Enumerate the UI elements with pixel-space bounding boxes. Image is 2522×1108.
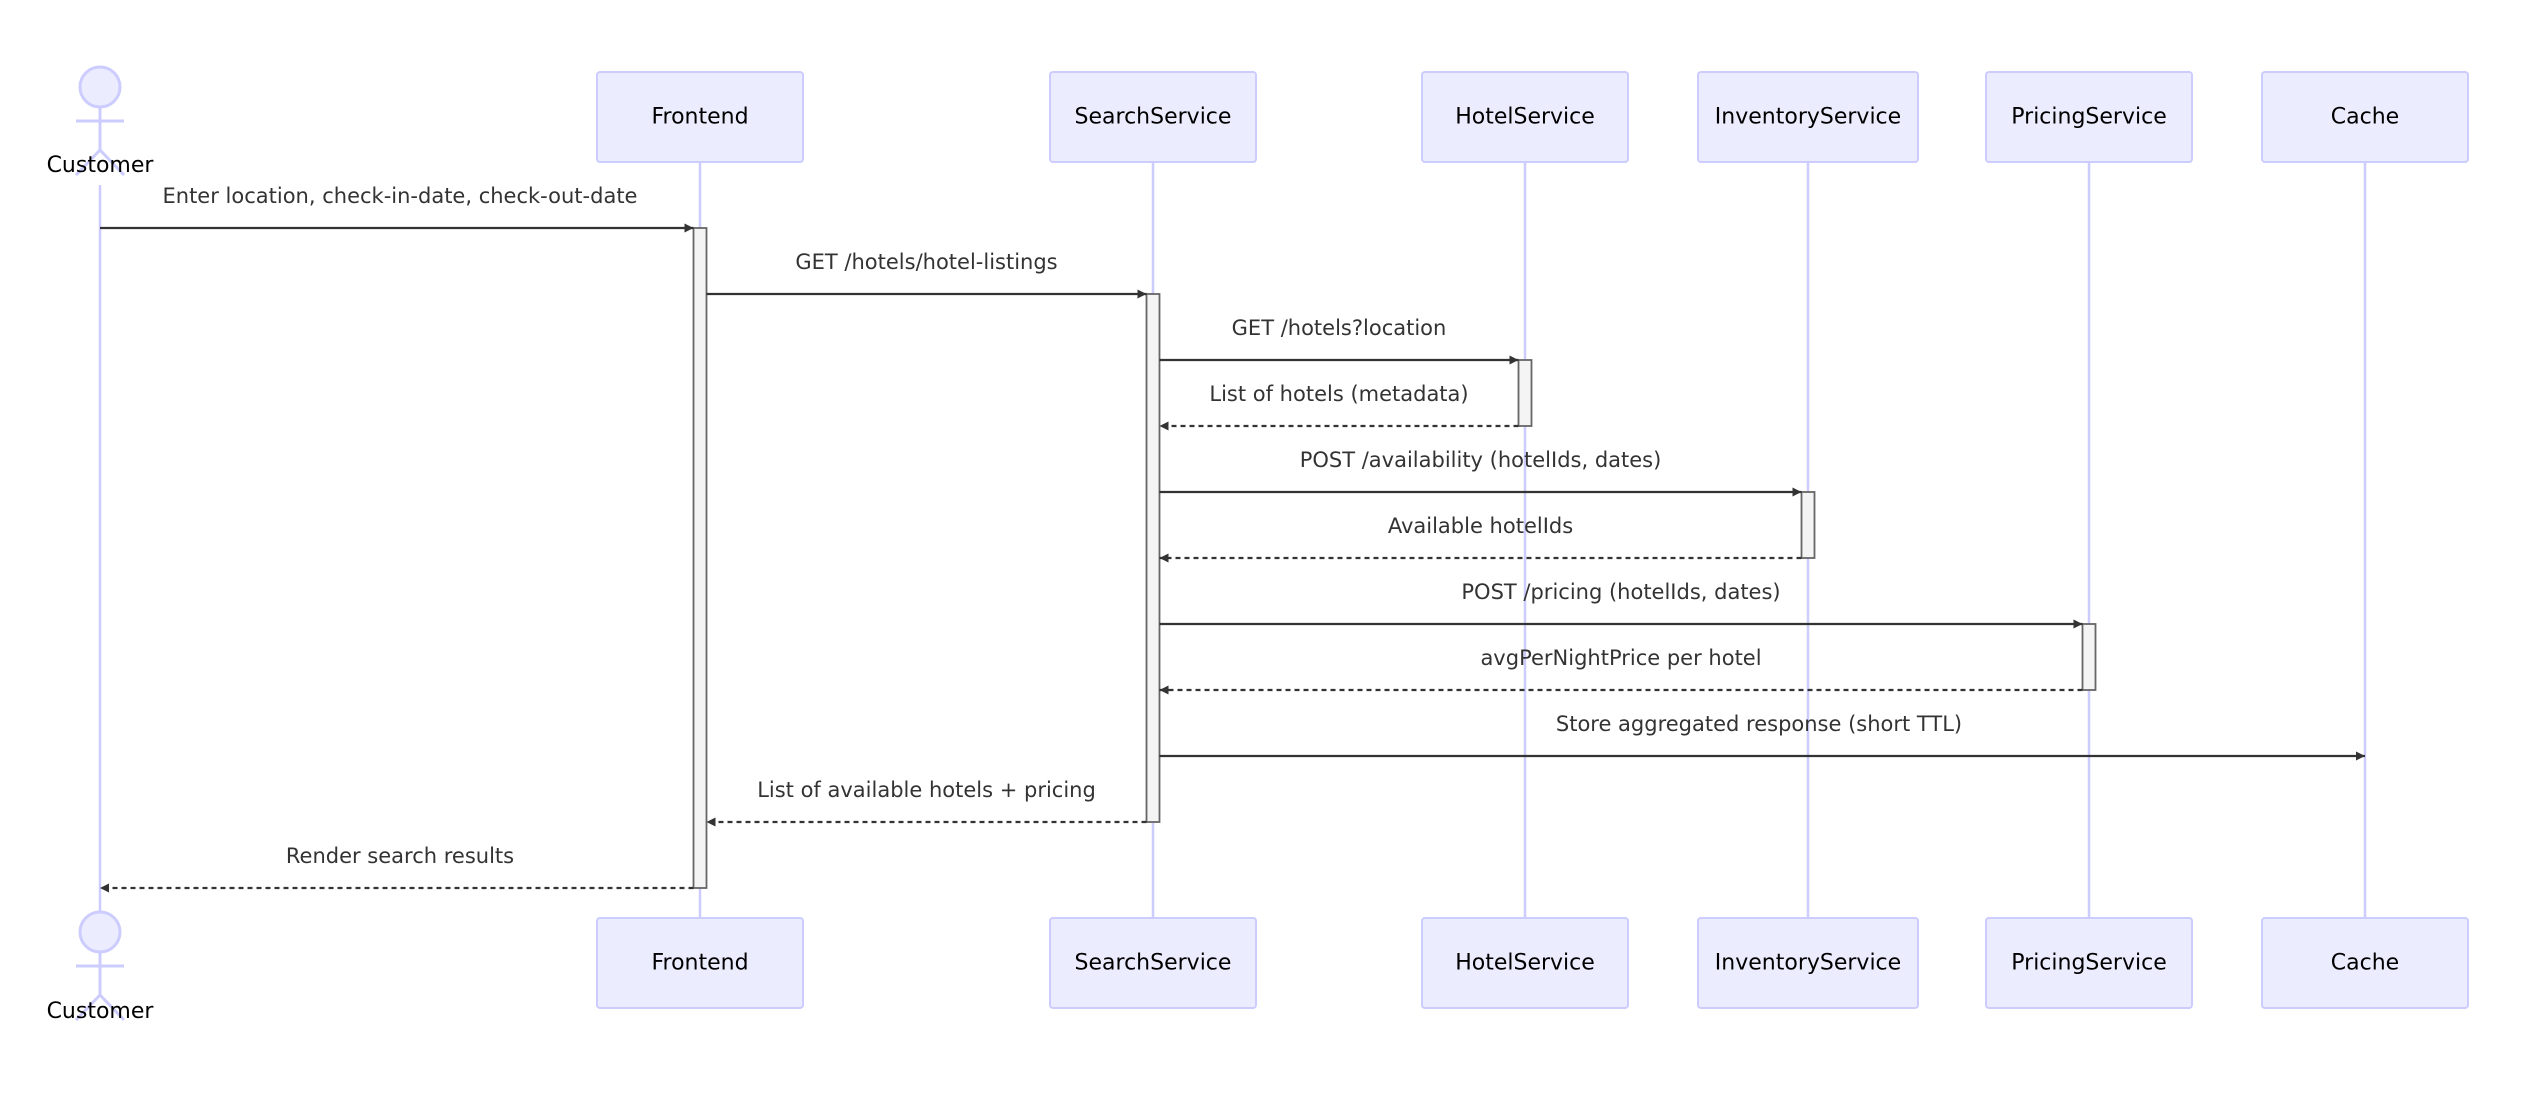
- message-label: POST /availability (hotelIds, dates): [1300, 448, 1662, 472]
- actor-label: Customer: [47, 999, 155, 1024]
- participant-label: SearchService: [1075, 105, 1232, 130]
- participant-label: Cache: [2331, 951, 2399, 976]
- actor-customer-bottom: Customer: [47, 910, 155, 1024]
- message-4: List of hotels (metadata): [1159, 382, 1519, 431]
- activation-inventory: [1800, 491, 1816, 559]
- participant-inventory-bottom: InventoryService: [1697, 917, 1919, 1009]
- participant-search-top: SearchService: [1049, 71, 1257, 163]
- activation-pricing: [2081, 623, 2097, 691]
- activation-search: [1145, 293, 1161, 823]
- messages: Enter location, check-in-date, check-out…: [100, 184, 2365, 893]
- participant-label: InventoryService: [1715, 105, 1901, 130]
- actor-right-leg: [98, 148, 126, 177]
- participant-cache-bottom: Cache: [2261, 917, 2469, 1009]
- participant-label: PricingService: [2011, 105, 2166, 130]
- message-label: Render search results: [286, 844, 514, 868]
- activation-frontend: [692, 227, 708, 889]
- message-8: avgPerNightPrice per hotel: [1159, 646, 2083, 695]
- participant-pricing-bottom: PricingService: [1985, 917, 2193, 1009]
- participant-frontend-bottom: Frontend: [596, 917, 804, 1009]
- message-label: Store aggregated response (short TTL): [1556, 712, 1962, 736]
- participant-label: InventoryService: [1715, 951, 1901, 976]
- participant-label: SearchService: [1075, 951, 1232, 976]
- actor-left-leg: [74, 148, 102, 177]
- message-2: GET /hotels/hotel-listings: [706, 250, 1147, 299]
- actor-head: [78, 65, 122, 109]
- participant-box: [1697, 71, 1919, 163]
- participant-inventory-top: InventoryService: [1697, 71, 1919, 163]
- message-7: POST /pricing (hotelIds, dates): [1159, 580, 2083, 629]
- message-5: POST /availability (hotelIds, dates): [1159, 448, 1802, 497]
- participants-bottom: Customer Frontend SearchService HotelServic…: [47, 910, 2469, 1024]
- lifelines: [98, 162, 2367, 918]
- message-10: List of available hotels + pricing: [706, 778, 1147, 827]
- participant-box: [1421, 917, 1629, 1009]
- participant-label: Frontend: [651, 951, 748, 976]
- activation-hotel: [1517, 359, 1533, 427]
- participant-box: [1985, 71, 2193, 163]
- message-6: Available hotelIds: [1159, 514, 1802, 563]
- message-9: Store aggregated response (short TTL): [1159, 712, 2365, 761]
- message-label: avgPerNightPrice per hotel: [1480, 646, 1761, 670]
- message-label: GET /hotels?location: [1232, 316, 1447, 340]
- participant-box: [596, 71, 804, 163]
- message-label: GET /hotels/hotel-listings: [795, 250, 1057, 274]
- message-label: Enter location, check-in-date, check-out…: [163, 184, 638, 208]
- actor-label: Customer: [47, 153, 155, 178]
- participant-search-bottom: SearchService: [1049, 917, 1257, 1009]
- actor-head: [78, 910, 122, 954]
- message-11: Render search results: [100, 844, 694, 893]
- participant-label: PricingService: [2011, 951, 2166, 976]
- message-label: List of available hotels + pricing: [757, 778, 1096, 802]
- participant-hotel-bottom: HotelService: [1421, 917, 1629, 1009]
- message-label: Available hotelIds: [1388, 514, 1573, 538]
- participant-cache-top: Cache: [2261, 71, 2469, 163]
- actor-right-leg: [98, 993, 126, 1022]
- participant-pricing-top: PricingService: [1985, 71, 2193, 163]
- participant-box: [2261, 71, 2469, 163]
- actor-customer-top: Customer: [47, 65, 155, 178]
- message-label: POST /pricing (hotelIds, dates): [1461, 580, 1780, 604]
- message-3: GET /hotels?location: [1159, 316, 1519, 365]
- participant-box: [596, 917, 804, 1009]
- participants-top: Customer Frontend SearchService HotelServic…: [47, 65, 2469, 178]
- message-label: List of hotels (metadata): [1209, 382, 1468, 406]
- participant-box: [2261, 917, 2469, 1009]
- participant-box: [1049, 917, 1257, 1009]
- participant-frontend-top: Frontend: [596, 71, 804, 163]
- actor-left-leg: [74, 993, 102, 1022]
- message-1: Enter location, check-in-date, check-out…: [100, 184, 694, 233]
- participant-label: HotelService: [1455, 951, 1595, 976]
- participant-hotel-top: HotelService: [1421, 71, 1629, 163]
- participant-box: [1049, 71, 1257, 163]
- participant-label: HotelService: [1455, 105, 1595, 130]
- participant-label: Cache: [2331, 105, 2399, 130]
- participant-box: [1985, 917, 2193, 1009]
- participant-label: Frontend: [651, 105, 748, 130]
- participant-box: [1421, 71, 1629, 163]
- participant-box: [1697, 917, 1919, 1009]
